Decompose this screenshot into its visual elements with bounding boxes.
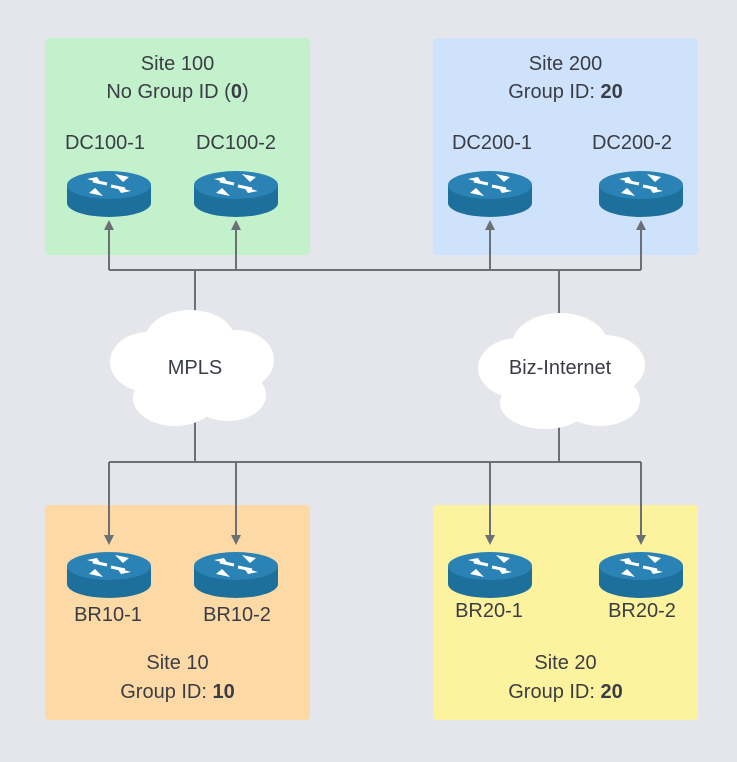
router-dc100-1-label: DC100-1 [64,132,146,154]
internet-cloud-icon [478,313,645,429]
router-dc100-2-label: DC100-2 [195,132,277,154]
site-100-group: No Group ID (0) [106,81,249,103]
router-dc200-2-icon [597,169,685,219]
internet-top-links [195,220,646,320]
router-br10-2-icon [192,550,280,600]
site-10-title: Site 10 [146,652,209,674]
site-200-group: Group ID: 20 [508,81,623,103]
internet-cloud-label: Biz-Internet [508,357,612,379]
router-br20-2-icon [597,550,685,600]
site-200-box: Site 200 Group ID: 20 [433,38,698,255]
router-br20-1-label: BR20-1 [455,600,523,622]
router-br10-1-label: BR10-1 [74,604,142,626]
mpls-top-links [104,220,241,325]
site-20-group: Group ID: 20 [508,681,623,703]
router-br10-1-icon [65,550,153,600]
site-10-group: Group ID: 10 [120,681,235,703]
router-dc100-1-icon [65,169,153,219]
router-br20-1-icon [446,550,534,600]
site-10-box: Site 10 Group ID: 10 [45,505,310,720]
internet-bottom-links [195,420,646,545]
router-dc200-2-label: DC200-2 [591,132,673,154]
site-20-title: Site 20 [534,652,597,674]
router-dc200-1-icon [446,169,534,219]
site-200-title: Site 200 [528,53,603,75]
mpls-cloud-icon [110,310,274,426]
site-100-title: Site 100 [140,53,215,75]
site-20-box: Site 20 Group ID: 20 [433,505,698,720]
router-br10-2-label: BR10-2 [203,604,271,626]
router-dc200-1-label: DC200-1 [451,132,533,154]
router-br20-2-label: BR20-2 [608,600,676,622]
site-100-box: Site 100 No Group ID (0) [45,38,310,255]
router-dc100-2-icon [192,169,280,219]
mpls-bottom-links [104,415,241,545]
mpls-cloud-label: MPLS [167,357,223,379]
